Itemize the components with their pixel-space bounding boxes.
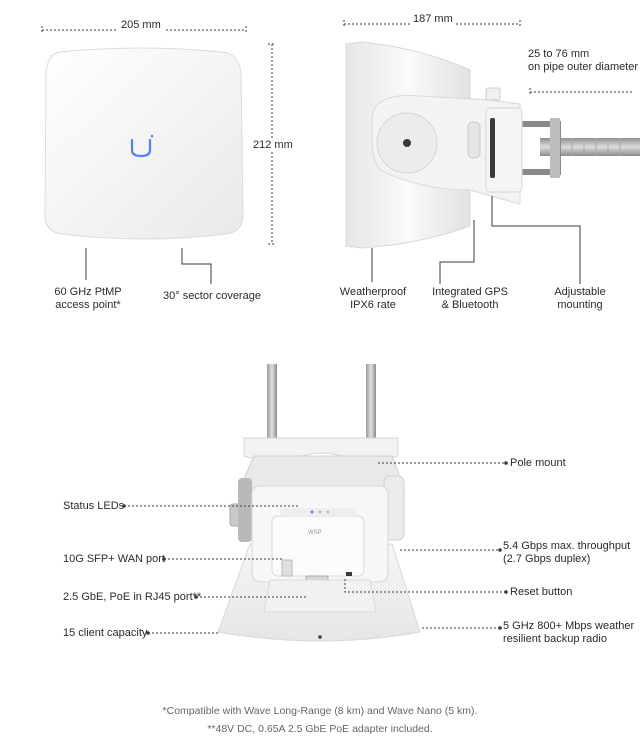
pole-mount-callout: Pole mount — [510, 457, 566, 469]
top-left-leader-lines — [85, 248, 212, 284]
access-point-callout: 60 GHz PtMP access point* — [40, 286, 136, 312]
bottom-leader-lines — [124, 462, 506, 634]
gps-line-1: Integrated GPS — [432, 286, 508, 298]
front-view-device — [44, 47, 244, 240]
throughput-callout: 5.4 Gbps max. throughput (2.7 Gbps duple… — [503, 540, 630, 566]
device-label: WSP — [308, 530, 322, 536]
access-point-line-1: 60 GHz PtMP — [54, 286, 122, 298]
mounting-line-1: Adjustable — [554, 286, 606, 298]
client-capacity-callout: 15 client capacity — [63, 627, 148, 639]
pipe-dimension-line — [529, 88, 634, 96]
footnote-poe-adapter: **48V DC, 0.65A 2.5 GbE PoE adapter incl… — [207, 723, 433, 735]
top-right-leader-lines — [371, 196, 581, 284]
reset-button-callout: Reset button — [510, 586, 573, 598]
width-label: 205 mm — [118, 19, 164, 31]
sector-coverage-callout: 30° sector coverage — [163, 290, 261, 302]
gps-line-2: & Bluetooth — [441, 299, 499, 311]
status-leds-callout: Status LEDs — [63, 500, 125, 512]
rj45-port-callout: 2.5 GbE, PoE in RJ45 port** — [63, 591, 202, 603]
weatherproof-line-1: Weatherproof — [339, 286, 407, 298]
weatherproof-line-2: IPX6 rate — [350, 299, 396, 311]
throughput-line-1: 5.4 Gbps max. throughput — [503, 540, 631, 552]
pipe-range-label: 25 to 76 mm — [528, 48, 590, 60]
pipe-note-label: on pipe outer diameter — [528, 61, 639, 73]
mounting-line-2: mounting — [557, 299, 603, 311]
sfp-port-callout: 10G SFP+ WAN port — [63, 553, 165, 565]
backup-radio-line-2: resilient backup radio — [503, 633, 607, 645]
depth-label: 187 mm — [410, 13, 456, 25]
backup-radio-callout: 5 GHz 800+ Mbps weather resilient backup… — [503, 620, 634, 646]
side-view-device — [345, 41, 640, 249]
height-label: 212 mm — [250, 139, 296, 151]
footnote-compatibility: *Compatible with Wave Long-Range (8 km) … — [162, 705, 478, 717]
access-point-line-2: access point* — [55, 299, 121, 311]
throughput-line-2: (2.7 Gbps duplex) — [503, 553, 591, 565]
gps-callout: Integrated GPS & Bluetooth — [424, 286, 516, 312]
rear-view-device — [217, 364, 421, 642]
mounting-callout: Adjustable mounting — [540, 286, 620, 312]
weatherproof-callout: Weatherproof IPX6 rate — [330, 286, 416, 312]
leader-dots — [122, 461, 508, 635]
backup-radio-line-1: 5 GHz 800+ Mbps weather — [503, 620, 635, 632]
